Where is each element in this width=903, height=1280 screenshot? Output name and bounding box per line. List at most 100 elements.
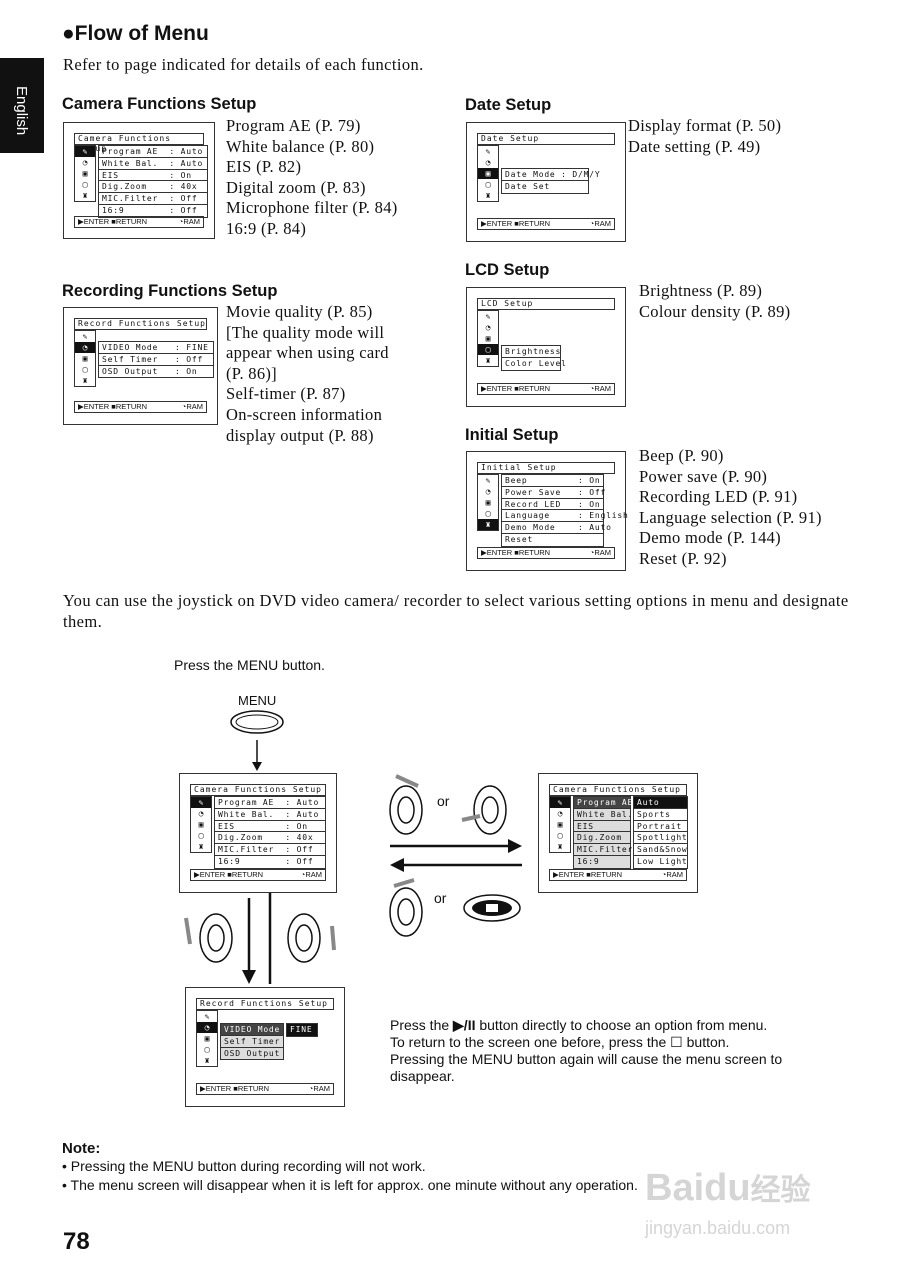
- setting-row[interactable]: Brightness: [502, 346, 560, 358]
- screen-footer: ▶ENTER ■RETURN ◔RAM: [477, 383, 615, 395]
- option-row[interactable]: Sand&Snow: [634, 844, 687, 856]
- setting-row[interactable]: 16:9 : Off: [218, 856, 314, 866]
- option-row[interactable]: Portrait: [634, 821, 687, 833]
- setting-row[interactable]: Reset: [505, 534, 534, 544]
- screen-footer: ▶ENTER ■RETURN ◔RAM: [196, 1083, 334, 1095]
- setting-row[interactable]: Self Timer : Off: [99, 354, 213, 366]
- date-icon: ▣: [478, 168, 498, 179]
- setting-row[interactable]: Self Timer: [221, 1036, 283, 1048]
- setting-row[interactable]: Date Mode : D/M/Y: [502, 169, 600, 181]
- camera-icon: ✎: [550, 797, 570, 808]
- option-row[interactable]: Auto: [634, 797, 687, 809]
- settings-list: Program AE White Bal. EIS Dig.Zoom MIC.F…: [573, 796, 632, 869]
- setting-row[interactable]: Dig.Zoom : 40x: [215, 832, 325, 845]
- setting-row[interactable]: EIS : On: [99, 170, 207, 182]
- setting-row[interactable]: MIC.Filter: [574, 844, 632, 856]
- setting-row[interactable]: Power Save : Off: [502, 487, 605, 499]
- joystick-tilt-icon[interactable]: [389, 774, 423, 835]
- setting-row[interactable]: MIC.Filter : Off: [215, 844, 325, 856]
- ram-icon: ◔: [178, 217, 184, 226]
- stop-icon: ■: [111, 217, 116, 226]
- setting-row[interactable]: 16:9 : Off: [102, 205, 198, 215]
- menu-button-icon[interactable]: [230, 710, 284, 734]
- down-arrow-icon: [252, 740, 262, 771]
- setting-row[interactable]: EIS: [574, 821, 630, 833]
- camera-setup-screen: Camera Functions Setup ✎ ◔ ▣ ▢ ♜ Program…: [63, 122, 215, 239]
- setting-row[interactable]: Program AE: [574, 797, 632, 809]
- joystick-up-icon[interactable]: [287, 913, 336, 963]
- screen-footer: ▶ENTER ■RETURN ◔RAM: [74, 401, 207, 413]
- menu-icon-column: ✎◔▣▢♜: [190, 796, 212, 853]
- option-row[interactable]: Spotlight: [634, 832, 687, 845]
- setting-row[interactable]: Date Set: [505, 181, 550, 191]
- setting-row[interactable]: Demo Mode : Auto: [502, 522, 611, 534]
- or-label-1: or: [437, 793, 450, 809]
- diagram-record-screen: Record Functions Setup ✎◔▣▢♜ VIDEO Mode …: [185, 987, 345, 1107]
- joystick-down-icon[interactable]: [184, 913, 233, 963]
- lcd-setup-refs: Brightness (P. 89) Colour density (P. 89…: [639, 281, 791, 321]
- ram-icon: ◔: [308, 1084, 314, 1093]
- setting-row[interactable]: 16:9: [577, 856, 600, 866]
- play-icon: ▶: [194, 870, 200, 879]
- joystick-press-icon[interactable]: [461, 785, 507, 835]
- or-label-2: or: [434, 890, 447, 906]
- option-row[interactable]: Low Light: [637, 856, 688, 866]
- screen-title: LCD Setup: [477, 298, 615, 310]
- lcd-setup-screen: LCD Setup ✎ ◔ ▣ ▢ ♜ Brightness Color Lev…: [466, 287, 626, 407]
- lcd-icon: ▢: [485, 509, 491, 518]
- setting-row[interactable]: White Bal. : Auto: [215, 809, 325, 821]
- stop-button-icon[interactable]: [463, 894, 521, 922]
- initial-icon: ♜: [204, 1056, 210, 1065]
- camera-icon: ✎: [485, 147, 491, 156]
- setting-row[interactable]: EIS : On: [215, 821, 325, 833]
- setting-row[interactable]: Record LED : On: [502, 499, 603, 511]
- menu-icon-column: ✎ ◔ ▣ ▢ ♜: [74, 330, 96, 387]
- diagram-camera-screen: Camera Functions Setup ✎◔▣▢♜ Program AE …: [179, 773, 337, 893]
- play-icon: ▶: [78, 217, 84, 226]
- camera-icon: ✎: [82, 332, 88, 341]
- note-bullet-1: • Pressing the MENU button during record…: [62, 1158, 426, 1174]
- record-icon: ◔: [82, 158, 88, 167]
- setting-row[interactable]: Program AE : Auto: [215, 797, 325, 809]
- screen-title: Initial Setup: [477, 462, 615, 474]
- initial-icon: ♜: [485, 356, 491, 365]
- left-arrow-icon: [390, 858, 522, 872]
- setting-row[interactable]: Program AE : Auto: [99, 146, 207, 158]
- setting-row[interactable]: VIDEO Mode : FINE: [99, 342, 213, 354]
- record-icon: ◔: [485, 158, 491, 167]
- joystick-back-icon[interactable]: [389, 878, 423, 937]
- camera-setup-refs: Program AE (P. 79) White balance (P. 80)…: [226, 116, 398, 238]
- recording-setup-heading: Recording Functions Setup: [62, 282, 278, 300]
- setting-row[interactable]: Beep : On: [502, 475, 603, 487]
- ram-icon: ◔: [589, 548, 595, 557]
- ram-icon: ◔: [589, 219, 595, 228]
- settings-list: Program AE : Auto White Bal. : Auto EIS …: [98, 145, 208, 218]
- setting-row[interactable]: Dig.Zoom : 40x: [99, 181, 207, 194]
- setting-row[interactable]: White Bal.: [574, 809, 632, 821]
- options-list: FINE: [286, 1023, 318, 1037]
- watermark-logo: Baidu经验: [645, 1167, 811, 1209]
- setting-row[interactable]: Color Level: [505, 358, 567, 368]
- camera-icon: ✎: [75, 146, 95, 157]
- setting-row[interactable]: OSD Output: [224, 1048, 281, 1058]
- menu-icon-column: ✎◔▣▢♜: [196, 1010, 218, 1067]
- initial-icon: ♜: [557, 842, 563, 851]
- diagram-options-screen: Camera Functions Setup ✎◔▣▢♜ Program AE …: [538, 773, 698, 893]
- settings-list: Brightness Color Level: [501, 345, 567, 371]
- setting-row[interactable]: White Bal. : Auto: [99, 158, 207, 170]
- lcd-icon: ▢: [204, 1045, 210, 1054]
- setting-row[interactable]: Dig.Zoom: [574, 832, 630, 845]
- option-row[interactable]: FINE: [287, 1024, 317, 1036]
- lcd-icon: ▢: [198, 831, 204, 840]
- screen-footer: ▶ENTER ■RETURN ◔RAM: [190, 869, 326, 881]
- menu-button-label: MENU: [238, 693, 277, 708]
- setting-row[interactable]: VIDEO Mode: [221, 1024, 283, 1036]
- ram-icon: ◔: [661, 870, 667, 879]
- setting-row[interactable]: MIC.Filter : Off: [99, 193, 207, 205]
- lcd-icon: ▢: [485, 180, 491, 189]
- note-heading: Note:: [62, 1140, 101, 1157]
- option-row[interactable]: Sports: [634, 809, 687, 821]
- setting-row[interactable]: OSD Output : On: [102, 366, 198, 376]
- screen-title: Record Functions Setup: [196, 998, 334, 1010]
